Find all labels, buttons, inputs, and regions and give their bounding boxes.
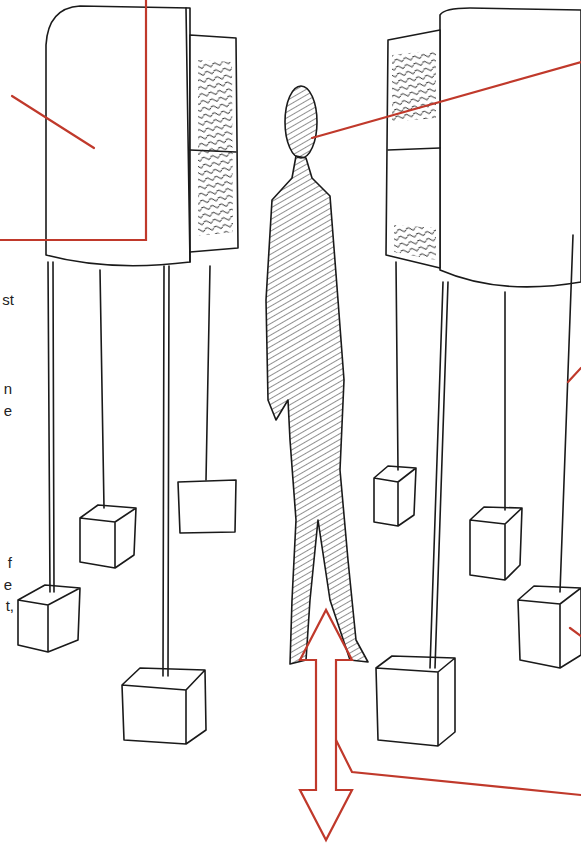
cropped-text: t, — [6, 597, 14, 615]
support-pole — [396, 262, 398, 470]
screen-drawing — [392, 50, 436, 260]
support-pole — [560, 235, 573, 592]
support-pole — [163, 266, 164, 676]
leader-line — [12, 96, 94, 148]
leader-line — [312, 62, 581, 138]
person-figure — [266, 86, 368, 664]
cropped-text: st — [2, 291, 14, 309]
weight-block — [18, 585, 80, 652]
weight-block — [80, 505, 136, 568]
weight-block — [470, 507, 522, 580]
weight-block — [122, 668, 206, 744]
support-pole — [48, 262, 50, 592]
support-pole — [504, 292, 506, 510]
cropped-text: n — [4, 380, 12, 398]
kiosk-housing — [440, 8, 581, 287]
cropped-text: f — [8, 554, 12, 572]
leader-line — [336, 740, 581, 795]
weight-block — [178, 480, 236, 533]
support-pole — [206, 266, 210, 480]
weight-block — [518, 586, 581, 668]
leader-line — [568, 368, 581, 382]
cropped-text: e — [4, 576, 12, 594]
height-arrow — [300, 610, 352, 840]
kiosk-screen — [386, 30, 440, 268]
leader-line — [570, 628, 581, 636]
screen-drawing — [198, 60, 233, 236]
cropped-text: e — [4, 402, 12, 420]
weight-block — [376, 656, 455, 746]
callout-box — [0, 0, 146, 240]
kiosk-screen — [190, 35, 238, 252]
support-pole — [100, 270, 104, 508]
weight-block — [374, 466, 416, 526]
kiosk-housing — [46, 6, 190, 266]
